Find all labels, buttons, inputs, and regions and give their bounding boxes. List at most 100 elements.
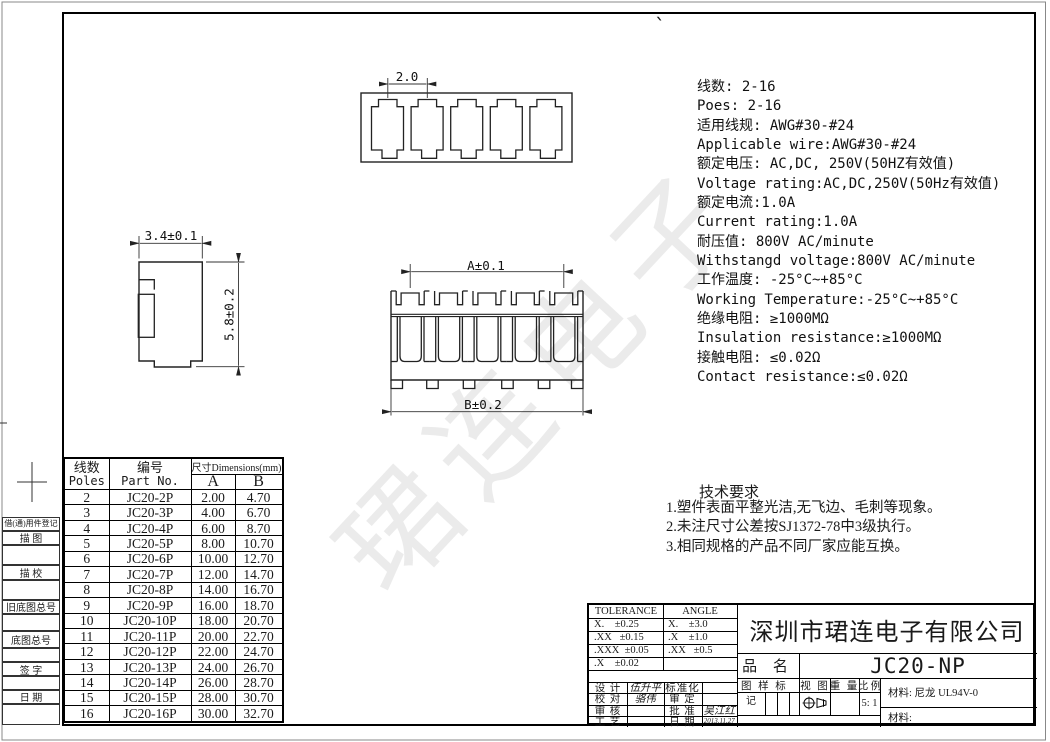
sign-cell: 批 准	[669, 705, 696, 717]
inner-border	[62, 12, 1036, 726]
margin-label: 借(通)用件登记	[2, 517, 60, 531]
sign-cell: 审 定	[669, 694, 696, 706]
projection-symbol-icon	[802, 696, 827, 710]
spec-line: Withstangd voltage:800V AC/minute	[697, 253, 976, 270]
sign-cell: 工 艺	[594, 716, 622, 728]
tolerance-row: .XX ±0.15	[594, 632, 644, 643]
col-header-dims: 尺寸Dimensions(mm)	[190, 457, 283, 475]
sign-cell: 伍升平	[629, 683, 662, 695]
margin-label: 旧底图总号	[2, 600, 60, 614]
material-1: 材料: 尼龙 UL94V-0	[888, 688, 979, 699]
dim-side-width: 3.4±0.1	[144, 228, 198, 243]
part-number: JC20-NP	[870, 653, 966, 678]
margin-empty-box	[2, 703, 60, 725]
dim-side-height: 5.8±0.2	[221, 288, 237, 341]
spec-line: Applicable wire:AWG#30-#24	[697, 137, 917, 154]
front-view	[382, 264, 592, 416]
col-header-part-no: 编号 Part No.	[108, 457, 192, 490]
margin-empty-box	[2, 648, 60, 662]
margin-empty-box	[2, 613, 60, 631]
company-name: 深圳市珺连电子有限公司	[749, 619, 1025, 646]
stamp-label: 图 样 标	[741, 680, 788, 692]
dim-front-b: B±0.2	[464, 396, 502, 412]
sign-cell	[627, 705, 664, 716]
spec-line: Contact resistance:≤0.02Ω	[697, 369, 908, 386]
margin-label: 日 期	[2, 690, 60, 704]
angle-row: .XX ±0.5	[668, 645, 713, 656]
sign-cell: 骆伟	[634, 694, 656, 706]
spec-line: 接触电阻: ≤0.02Ω	[697, 349, 821, 366]
angle-row: .X ±1.0	[668, 632, 708, 643]
sign-cell: 审 核	[594, 705, 622, 717]
tech-requirement-item: 2.未注尺寸公差按SJ1372-78中3级执行。	[666, 519, 921, 536]
stamp-label2: 记	[746, 696, 756, 707]
tech-requirement-item: 1.塑件表面平整光洁,无飞边、毛刺等现象。	[666, 500, 942, 516]
view-label: 视 图	[800, 680, 830, 692]
angle-row: X. ±3.0	[668, 619, 708, 630]
tolerance-row: .X ±0.02	[594, 658, 639, 669]
margin-label: 签 字	[2, 662, 60, 677]
side-view	[130, 236, 245, 376]
sign-cell: 日 期	[669, 716, 696, 728]
sign-cell	[702, 682, 738, 693]
spec-line: Voltage rating:AC,DC,250V(50Hz有效值)	[697, 175, 1001, 192]
margin-label: 描 校	[2, 565, 60, 580]
scale-value: 5: 1	[861, 698, 878, 709]
sign-cell: 校 对	[594, 694, 622, 706]
tolerance-row: X. ±0.25	[594, 619, 639, 630]
dim-top-pitch: 2.0	[395, 69, 419, 84]
spec-line: Insulation resistance:≥1000MΩ	[697, 330, 942, 347]
spec-line: Working Temperature:-25°C~+85°C	[697, 291, 959, 308]
centering-cross	[17, 462, 47, 502]
part-name-label: 品 名	[742, 659, 794, 675]
col-header-a: A	[190, 474, 236, 490]
angle-title: ANGLE	[682, 606, 718, 617]
spec-line: 绝缘电阻: ≥1000MΩ	[697, 311, 829, 328]
top-view	[360, 78, 573, 163]
col-header-b: B	[234, 474, 284, 490]
sign-cell: 2013.11.27	[703, 717, 735, 726]
material-2: 材料:	[888, 712, 912, 724]
margin-empty-box	[2, 676, 60, 690]
dim-front-a: A±0.1	[467, 258, 505, 273]
sign-cell: 吴江红	[703, 705, 736, 717]
spec-line: 工作温度: -25°C~+85°C	[697, 272, 863, 289]
spec-line: Poes: 2-16	[697, 98, 782, 115]
weight-label: 重 量	[829, 680, 860, 692]
stray-mark: `	[654, 14, 667, 38]
tolerance-title: TOLERANCE	[594, 606, 658, 617]
margin-empty-box	[2, 580, 60, 600]
spec-line: 耐压值: 800V AC/minute	[697, 233, 874, 250]
sign-cell: 标准化	[665, 683, 700, 695]
sign-cell	[627, 716, 664, 727]
margin-label: 描 图	[2, 530, 60, 545]
spec-line: 额定电压: AC,DC, 250V(50HZ有效值)	[697, 156, 956, 173]
margin-label: 底图总号	[2, 630, 60, 648]
tolerance-row: .XXX ±0.05	[594, 645, 649, 656]
tech-requirements: 1.塑件表面平整光洁,无飞边、毛刺等现象。 2.未注尺寸公差按SJ1372-78中…	[666, 499, 942, 557]
tech-requirements-title: 技术要求	[699, 485, 760, 501]
spec-line: 线数: 2-16	[697, 79, 776, 95]
margin-empty-box	[2, 545, 60, 565]
spec-line: 适用线规: AWG#30-#24	[697, 117, 855, 134]
tech-requirement-item: 3.相同规格的产品不同厂家应能互换。	[666, 538, 909, 555]
scale-label: 比 例	[857, 680, 882, 692]
title-block: TOLERANCE ANGLE X. ±0.25 .XX ±0.15 .XXX ±0…	[587, 603, 1037, 728]
